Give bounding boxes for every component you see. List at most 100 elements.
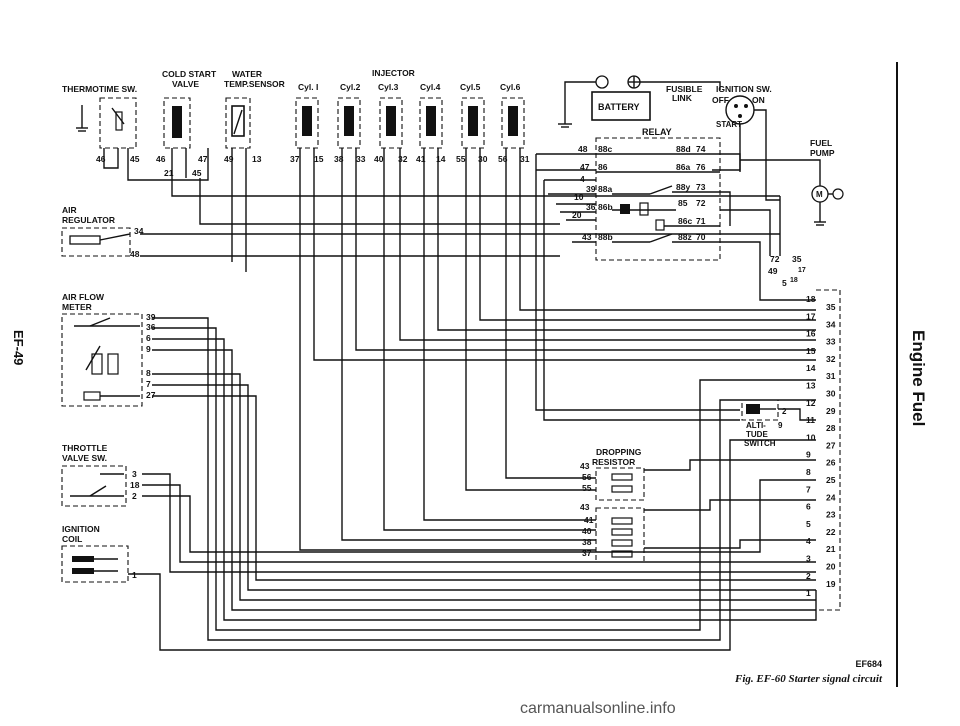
label-cold-start-2: VALVE [172,79,199,89]
alti-pin-2: 2 [782,407,787,416]
relay-88b: 88b [598,232,613,242]
air-reg-pin-34: 34 [134,226,144,236]
conn-35: 35 [792,254,802,264]
relay-74: 74 [696,144,706,154]
relay-86c: 86c [678,216,692,226]
connector-pin-left: 7 [806,484,811,494]
throttle-2: VALVE SW. [62,453,107,463]
side-title-text: Engine Fuel [909,330,928,427]
pin-46b: 46 [156,154,166,164]
connector-pin-left: 4 [806,536,811,546]
label-water-2: TEMP.SENSOR [224,79,285,89]
dropping-2: RESISTOR [592,457,635,467]
relay-pin-47: 47 [580,162,590,172]
relay-88c: 88c [598,144,612,154]
drop-pin-56: 56 [582,472,592,482]
thermotime-switch [76,97,137,149]
pin-15: 15 [314,154,324,164]
pin-45a: 45 [130,154,140,164]
svg-text:M: M [816,190,823,199]
air-reg-1: AIR [62,205,77,215]
connector-pin-right: 31 [826,371,836,381]
label-injector: INJECTOR [372,68,415,78]
relay-box: RELAY [595,127,721,261]
ign-start: START [716,120,742,129]
connector-pin-right: 20 [826,562,836,572]
throttle-valve-switch [61,465,127,507]
relay-pin-48: 48 [578,144,588,154]
watermark: carmanualsonline.info [520,700,676,717]
conn-72: 72 [770,254,780,264]
afm-1: AIR FLOW [62,292,105,302]
connector-pin-left: 1 [806,588,811,598]
afm-pin-8: 8 [146,368,151,378]
connector-pin-right: 35 [826,302,836,312]
connector-pin-left: 10 [806,432,816,442]
drop-pin-43a: 43 [580,461,590,471]
drop-pin-38: 38 [582,537,592,547]
pin-31: 31 [520,154,530,164]
pin-49: 49 [224,154,234,164]
label-cyl1: Cyl. I [298,82,318,92]
pin-55: 55 [456,154,466,164]
wiring-harness [103,148,817,651]
relay-71: 71 [696,216,706,226]
dropping-1: DROPPING [596,447,642,457]
cold-start-valve [163,97,191,149]
relay-88y: 88y [676,182,690,192]
relay-70: 70 [696,232,706,242]
battery-label: BATTERY [598,102,640,112]
ign-on: ON [752,95,765,105]
pin-33: 33 [356,154,366,164]
relay-86b: 86b [598,202,613,212]
drop-pin-43b: 43 [580,502,590,512]
relay-76: 76 [696,162,706,172]
ignition-coil [61,545,129,583]
coil-pin-1: 1 [132,570,137,580]
afm-pin-39: 39 [146,312,156,322]
connector-pin-left: 15 [806,346,816,356]
pin-41: 41 [416,154,426,164]
alti-2: TUDE [746,430,768,439]
pin-45b: 45 [192,168,202,178]
relay-label: RELAY [642,127,672,137]
afm-pin-9: 9 [146,344,151,354]
throttle-1: THROTTLE [62,443,108,453]
relay-internals [596,153,741,243]
air-reg-2: REGULATOR [62,215,115,225]
connector-pin-left: 3 [806,554,811,564]
relay-88a: 88a [598,184,612,194]
connector-pin-left: 16 [806,329,816,339]
pin-56: 56 [498,154,508,164]
label-cyl4: Cyl.4 [420,82,441,92]
relay-pin-10: 10 [574,192,584,202]
label-water-1: WATER [232,69,262,79]
throttle-pin-3: 3 [132,469,137,479]
altitude-switch [741,399,779,421]
relay-72: 72 [696,198,706,208]
fuel-pump-2: PUMP [810,148,835,158]
fuel-pump-1: FUEL [810,138,832,148]
ignition-switch [712,95,780,201]
pin-38: 38 [334,154,344,164]
conn-17: 17 [798,267,806,274]
relay-88d: 88d [676,144,691,154]
throttle-pin-2: 2 [132,491,137,501]
label-cyl3: Cyl.3 [378,82,399,92]
connector-pin-right: 19 [826,579,836,589]
figure-caption: Fig. EF-60 Starter signal circuit [735,673,882,685]
dropping-resistor [595,467,645,563]
connector-pin-right: 27 [826,440,836,450]
conn-5: 5 [782,278,787,288]
water-temp-sensor [225,97,251,149]
side-title: Engine Fuel [888,290,948,430]
connector-pin-right: 29 [826,406,836,416]
side-page-number: EF-49 [4,330,44,390]
label-cyl2: Cyl.2 [340,82,361,92]
connector-pin-left: 2 [806,571,811,581]
pin-40: 40 [374,154,384,164]
injectors [295,97,525,149]
pin-30: 30 [478,154,488,164]
connector-pin-left: 18 [806,294,816,304]
